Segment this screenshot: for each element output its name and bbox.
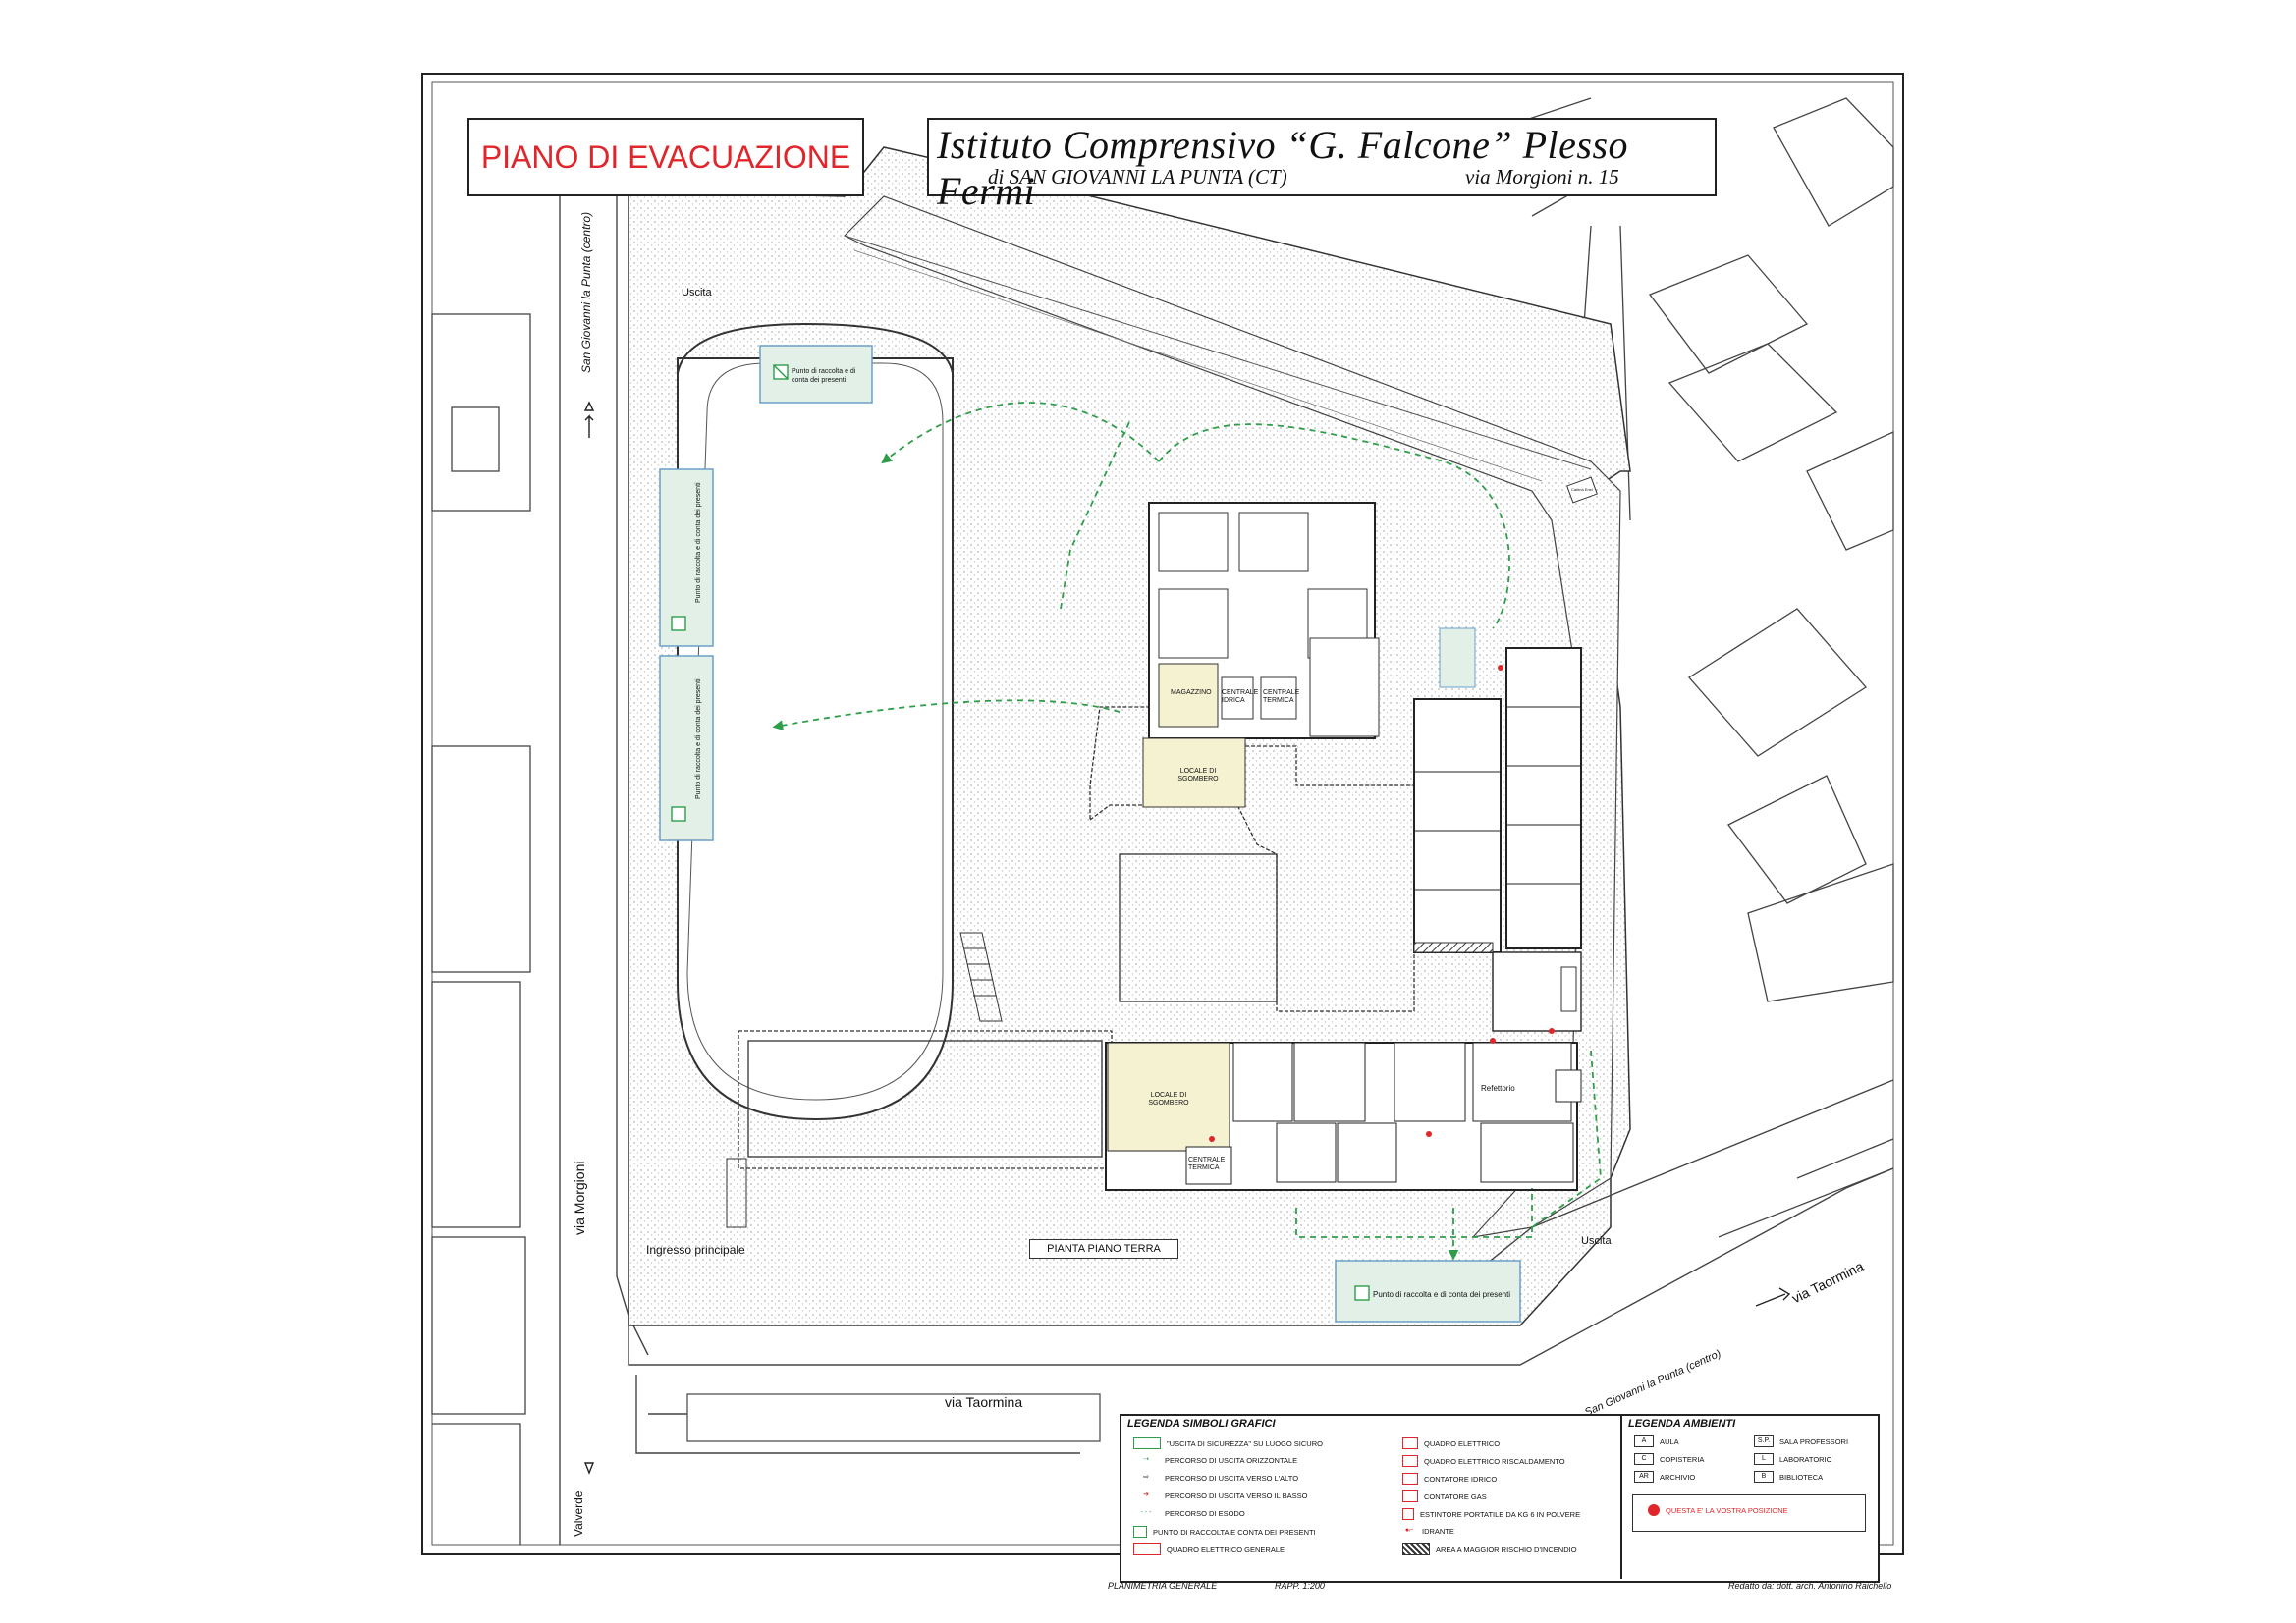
footer: PLANIMETRIA GENERALE RAPP. 1:200 Redatto… — [1108, 1581, 1893, 1598]
building-south-wing — [1105, 1042, 1582, 1191]
building-east-wing — [1413, 627, 1582, 1032]
extinguisher-icon — [1402, 1508, 1414, 1520]
escape-routes — [772, 402, 1602, 1261]
arrow-down-icon: ➔ — [1143, 1491, 1149, 1498]
direction-arrows — [583, 401, 1791, 1475]
footer-planimetria: PLANIMETRIA GENERALE — [1108, 1581, 1218, 1591]
legend-item: QUADRO ELETTRICO GENERALE — [1133, 1543, 1285, 1555]
floor-plan-label: PIANTA PIANO TERRA — [1029, 1239, 1178, 1259]
main-entrance-label: Ingresso principale — [646, 1243, 745, 1257]
legend-env-header: LEGENDA AMBIENTI — [1628, 1418, 1736, 1430]
water-meter-icon — [1402, 1473, 1418, 1485]
electric-panel-icon — [1402, 1437, 1418, 1449]
room-refettorio: Refettorio — [1481, 1084, 1515, 1093]
street-label-via-morgioni: via Morgioni — [572, 1161, 587, 1235]
assembly-point-icon — [1133, 1526, 1147, 1538]
school-name: Istituto Comprensivo “G. Falcone” Plesso… — [937, 123, 1629, 213]
school-title-box: Istituto Comprensivo “G. Falcone” Plesso… — [927, 118, 1717, 213]
street-label-via-taormina-bottom: via Taormina — [945, 1394, 1023, 1410]
room-centrale-idrica: CENTRALE IDRICA — [1222, 689, 1259, 704]
legend-item: CONTATORE IDRICO — [1402, 1473, 1497, 1485]
arrow-right-icon: ⇢ — [1143, 1456, 1149, 1463]
assembly-label-side-2: Punto di raccolta e di conta dei present… — [695, 678, 702, 799]
emergency-exit-icon — [1133, 1437, 1161, 1449]
school-city: di SAN GIOVANNI LA PUNTA (CT) — [988, 165, 1287, 189]
legend-item: CONTATORE GAS — [1402, 1490, 1487, 1502]
legend-symbols-header: LEGENDA SIMBOLI GRAFICI — [1127, 1418, 1276, 1430]
legend-item: PUNTO DI RACCOLTA E CONTA DEI PRESENTI — [1133, 1526, 1316, 1538]
room-locale-sgombero-top: LOCALE DI SGOMBERO — [1177, 768, 1219, 783]
legend-box: LEGENDA SIMBOLI GRAFICI LEGENDA AMBIENTI… — [1120, 1414, 1880, 1583]
assembly-area-side-2 — [659, 655, 714, 841]
sports-track — [677, 322, 954, 1121]
legend-item: ●⌐IDRANTE — [1402, 1526, 1454, 1536]
assembly-label-side-1: Punto di raccolta e di conta dei present… — [695, 482, 702, 603]
legend-item: ⇢PERCORSO DI USCITA ORIZZONTALE — [1133, 1455, 1297, 1465]
legend-item: - - -PERCORSO DI ESODO — [1133, 1508, 1245, 1518]
school-address: via Morgioni n. 15 — [1465, 165, 1619, 189]
room-centrale-termica: CENTRALE TERMICA — [1263, 689, 1300, 704]
footer-scale: RAPP. 1:200 — [1275, 1581, 1325, 1591]
you-are-here: QUESTA E' LA VOSTRA POSIZIONE — [1648, 1504, 1788, 1516]
cabina-enel-label: Cabina Enel — [1571, 487, 1593, 492]
building-north-wing — [1142, 502, 1380, 808]
room-magazzino: MAGAZZINO — [1171, 689, 1212, 696]
legend-item: QUADRO ELETTRICO RISCALDAMENTO — [1402, 1455, 1565, 1467]
footer-author: Redatto da: dott. arch. Antonino Raichel… — [1728, 1581, 1892, 1591]
legend-item: "USCITA DI SICUREZZA" SU LUOGO SICURO — [1133, 1437, 1323, 1449]
hydrant-icon: ●⌐ — [1404, 1527, 1414, 1534]
legend-item: ESTINTORE PORTATILE DA Kg 6 IN POLVERE — [1402, 1508, 1580, 1520]
you-are-here-dot-icon — [1648, 1504, 1660, 1516]
fire-risk-icon — [1402, 1543, 1430, 1555]
staircases — [726, 932, 1577, 1228]
assembly-area-top — [759, 345, 873, 404]
legend-item: AREA A MAGGIOR RISCHIO D'INCENDIO — [1402, 1543, 1577, 1555]
legend-item: QUADRO ELETTRICO — [1402, 1437, 1500, 1449]
exit-label-top: Uscita — [682, 287, 712, 298]
arrow-up-icon: ⇨ — [1143, 1474, 1149, 1481]
heating-panel-icon — [1402, 1455, 1418, 1467]
legend-item: ➔PERCORSO DI USCITA VERSO IL BASSO — [1133, 1490, 1307, 1500]
evacuation-plan-title: PIANO DI EVACUAZIONE — [467, 118, 864, 196]
street-label-san-giovanni-left: San Giovanni la Punta (centro) — [579, 211, 593, 373]
route-icon: - - - — [1140, 1509, 1152, 1516]
assembly-label-top: Punto di raccolta e di conta dei present… — [792, 368, 856, 384]
gas-meter-icon — [1402, 1490, 1418, 1502]
panel-icon — [1133, 1543, 1161, 1555]
legend-item: ⇨PERCORSO DI USCITA VERSO L'ALTO — [1133, 1473, 1298, 1483]
room-centrale-termica-2: CENTRALE TERMICA — [1188, 1157, 1226, 1171]
assembly-area-side-1 — [659, 468, 714, 647]
env-item: S.P.SALA PROFESSORI — [1754, 1435, 1848, 1447]
street-label-valverde: Valverde — [572, 1490, 585, 1537]
room-locale-sgombero-bottom: LOCALE DI SGOMBERO — [1148, 1092, 1189, 1107]
assembly-label-bottom: Punto di raccolta e di conta dei present… — [1373, 1290, 1511, 1299]
assembly-area-bottom — [1335, 1260, 1521, 1323]
surrounding-buildings-left — [431, 313, 531, 1545]
exit-label-bottom: Uscita — [1581, 1235, 1612, 1247]
